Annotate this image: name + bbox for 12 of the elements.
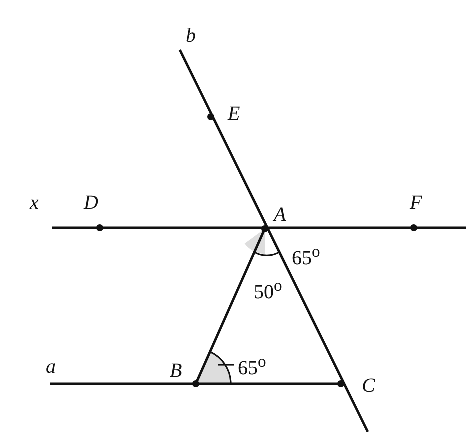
point-label: D xyxy=(84,193,98,213)
point-label: E xyxy=(228,104,240,124)
angle-label: 65$^{o}$ xyxy=(292,244,320,269)
angle-label: 65$^{o}$ xyxy=(238,354,266,379)
line-label: b xyxy=(186,26,196,46)
point-label: C xyxy=(362,376,376,396)
line-label: a xyxy=(46,357,56,377)
line-label: x xyxy=(30,193,39,213)
angle-label: 50$^{o}$ xyxy=(254,278,282,303)
point-label: F xyxy=(410,193,422,213)
point-label: B xyxy=(170,361,182,381)
point-label: A xyxy=(274,205,286,225)
